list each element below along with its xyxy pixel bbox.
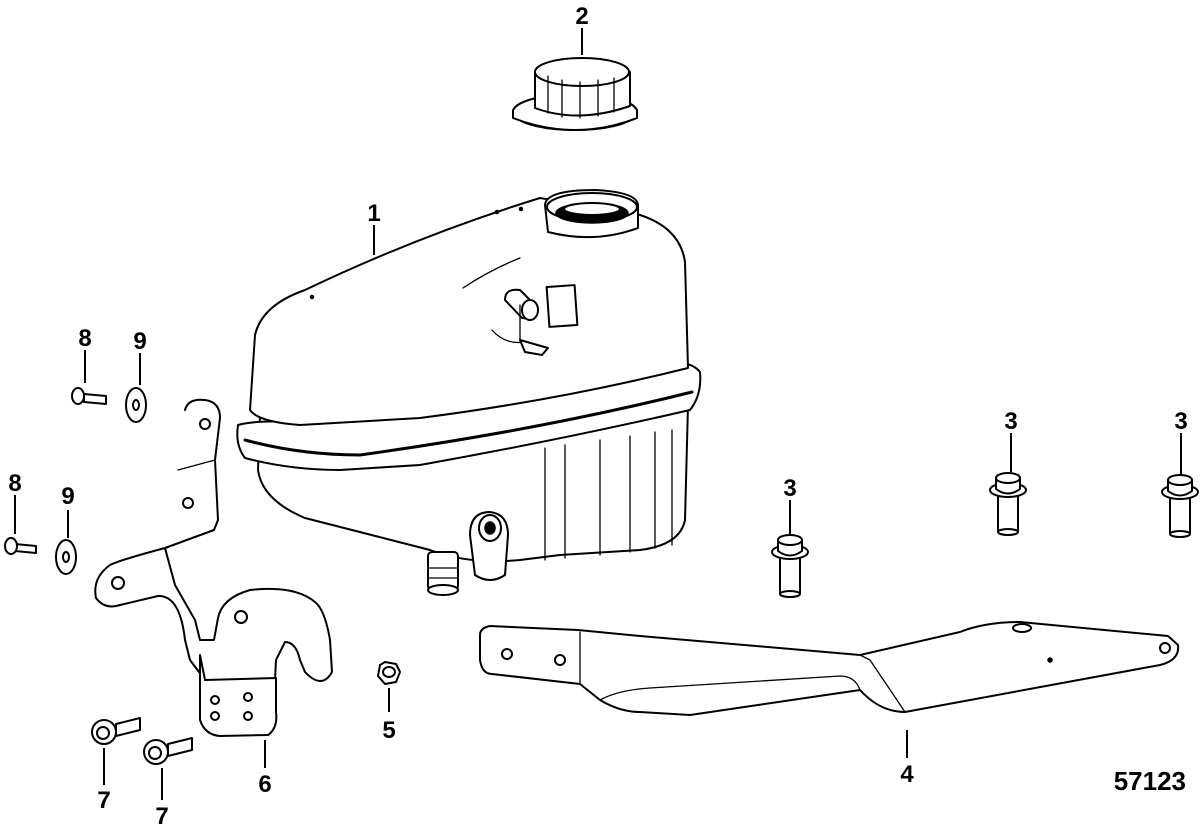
leader-lines xyxy=(14,28,1182,800)
expansion-tank xyxy=(236,189,702,596)
callout-3-b: 3 xyxy=(1004,408,1017,435)
callout-3-c: 3 xyxy=(1174,408,1187,435)
callout-7-b: 7 xyxy=(155,803,168,827)
callout-8-a: 8 xyxy=(78,325,91,352)
washer-9-b xyxy=(55,539,77,575)
callout-4: 4 xyxy=(900,761,914,788)
callout-labels: 1 2 3 3 3 4 5 6 7 7 8 8 9 9 xyxy=(8,3,1187,827)
tank-bracket-right xyxy=(479,621,1180,716)
washer-9-a xyxy=(125,387,147,423)
bolt-8-b xyxy=(4,537,37,555)
callout-1: 1 xyxy=(367,200,380,227)
bolt-7-b xyxy=(143,737,193,765)
bolt-8-a xyxy=(71,387,107,405)
callout-9-b: 9 xyxy=(61,483,74,510)
screw-3-b xyxy=(989,472,1027,536)
callout-9-a: 9 xyxy=(133,328,146,355)
callout-7-a: 7 xyxy=(97,787,110,814)
callout-8-b: 8 xyxy=(8,470,21,497)
callout-3-a: 3 xyxy=(783,475,796,502)
screw-3-c xyxy=(1161,474,1199,538)
tank-bracket-left xyxy=(94,398,333,737)
reservoir-cap xyxy=(512,57,638,131)
screw-3-a xyxy=(771,534,809,598)
bolt-7-a xyxy=(91,717,141,745)
figure-number: 57123 xyxy=(1114,766,1186,796)
callout-2: 2 xyxy=(575,3,588,30)
callout-6: 6 xyxy=(258,771,271,798)
callout-5: 5 xyxy=(382,717,395,744)
nut-5 xyxy=(377,661,401,685)
